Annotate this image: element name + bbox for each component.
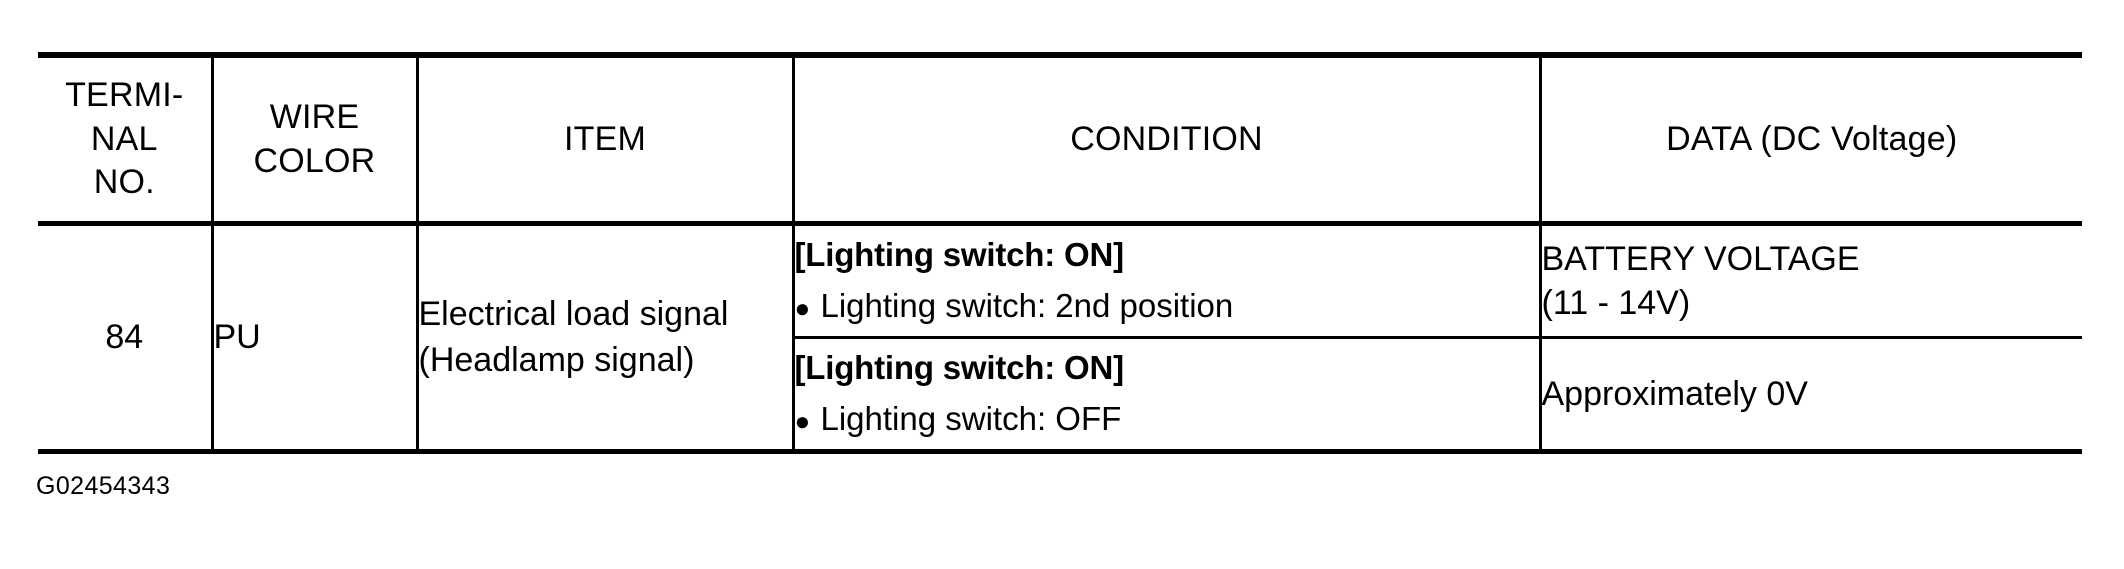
column-header-condition-line-1: CONDITION [1070,119,1263,158]
column-header-wire-color-line-2: COLOR [253,141,376,180]
cell-item: Electrical load signal (Headlamp signal) [417,221,795,454]
column-header-terminal-no-line-3: NO. [93,163,155,202]
cell-condition: [Lighting switch: ON] ● Lighting switch: … [793,221,1542,338]
table-header-row: TERMI- NAL NO. WIRE COLOR ITEM [38,52,2082,224]
column-header-wire-color: WIRE COLOR [212,52,419,224]
cell-data-voltage-line-2: (11 - 14V) [1541,284,1691,322]
table-row: [Lighting switch: ON] ● Lighting switch: … [38,336,2082,454]
column-header-condition: CONDITION [793,52,1542,224]
column-header-item-line-1: ITEM [563,119,646,158]
column-header-terminal-no-line-1: TERMI- [65,76,184,115]
cell-terminal-no: 84 [38,221,214,454]
cell-data-voltage: BATTERY VOLTAGE (11 - 14V) [1540,221,2082,338]
cell-wire-color: PU [212,221,419,454]
column-header-terminal-no-line-2: NAL [90,119,158,158]
cell-condition: [Lighting switch: ON] ● Lighting switch: … [793,336,1542,454]
condition-bullet-item: ● Lighting switch: OFF [795,398,1539,441]
cell-data-voltage-line-1: BATTERY VOLTAGE [1541,239,1860,278]
bullet-icon: ● [794,293,811,323]
column-header-wire-color-line-1: WIRE [269,97,360,136]
column-header-terminal-no: TERMI- NAL NO. [38,52,214,224]
column-header-data: DATA (DC Voltage) [1540,52,2082,224]
terminal-spec-table: TERMI- NAL NO. WIRE COLOR ITEM [38,52,2082,454]
condition-bullet-item: ● Lighting switch: 2nd position [795,285,1539,328]
cell-data-voltage-line-1: Approximately 0V [1541,374,1808,413]
column-header-data-line-1: DATA (DC Voltage) [1666,119,1958,158]
cell-data-voltage: Approximately 0V [1540,336,2082,454]
table-header: TERMI- NAL NO. WIRE COLOR ITEM [38,52,2082,224]
bullet-icon: ● [794,406,811,436]
condition-title: [Lighting switch: ON] [794,349,1125,387]
table-body: 84 PU Electrical load signal (Headlamp s… [38,221,2082,454]
condition-bullet-text: Lighting switch: OFF [820,400,1122,437]
cell-item-line-2: (Headlamp signal) [418,340,695,379]
column-header-item: ITEM [417,52,795,224]
condition-title: [Lighting switch: ON] [794,236,1125,274]
figure-id-caption: G02454343 [36,472,171,500]
cell-item-line-1: Electrical load signal [418,294,729,333]
table-row: 84 PU Electrical load signal (Headlamp s… [38,221,2082,454]
condition-bullet-text: Lighting switch: 2nd position [820,287,1234,324]
